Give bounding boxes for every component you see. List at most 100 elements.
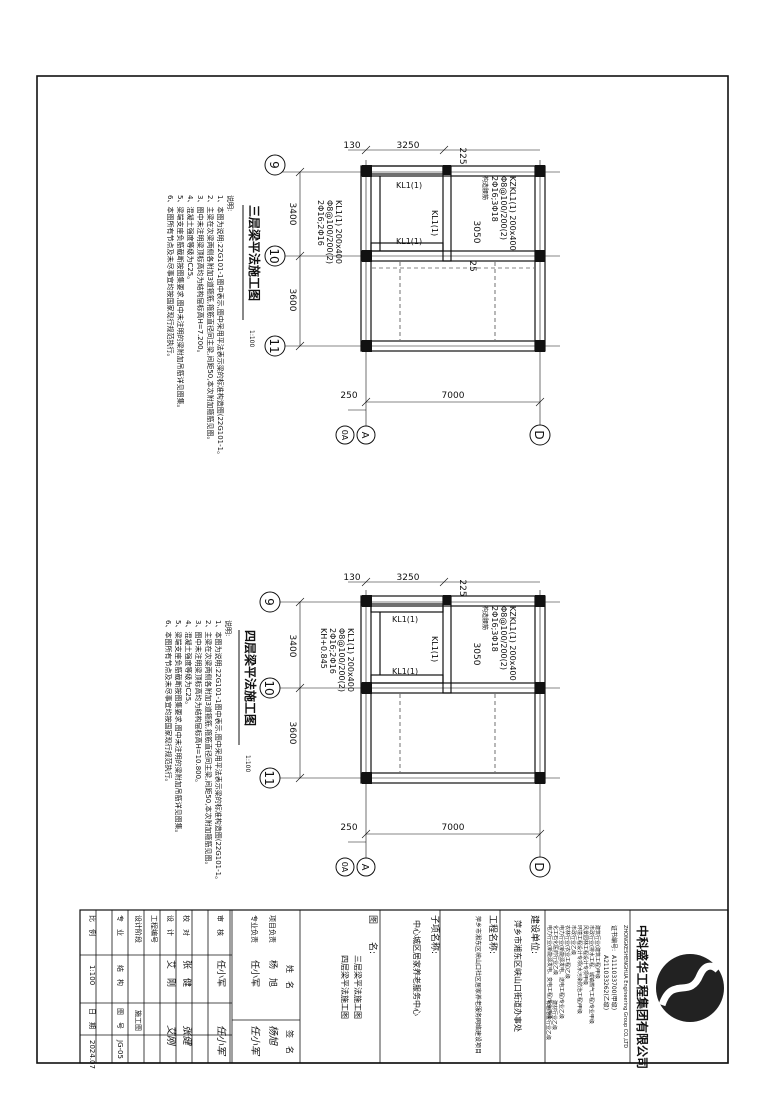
drawing-no-label: 图 号 [116, 1008, 124, 1029]
axis-a: A [359, 432, 370, 439]
qualification: 建材行业乙级 [551, 1000, 558, 1030]
axis-0a: 0A [340, 862, 349, 873]
note-5: 5、梁端支座负筋截断按图集要求,图中未注明的梁附加吊筋详见图集。 [176, 195, 185, 412]
dim-7000: 7000 [442, 823, 465, 833]
note-4: 4、混凝土强度等级为C25。 [186, 195, 195, 283]
beam-kl1-top: KL1(1) [396, 181, 422, 190]
qualification: 建筑行业(建筑工程)甲级 [594, 925, 601, 979]
dim-3250: 3250 [397, 141, 420, 151]
notes-title: 说明: [226, 195, 235, 211]
axis-9: 9 [267, 161, 281, 169]
note-6: 6、本图所有节点及未尽事宜均按国家现行规范执行。 [164, 620, 173, 785]
beam-kl1-spec: KL1(1) 200x400 [334, 200, 343, 264]
cert-number-1: A111033700(甲级) [610, 955, 618, 1010]
beam-kzl-extra: 构造腰筋 [481, 176, 489, 200]
subproject-label: 子项名称: [429, 915, 441, 954]
axis-9: 9 [262, 598, 276, 606]
scale-label: 比 例 [88, 915, 97, 936]
dim-3600: 3600 [287, 722, 297, 745]
note-2: 2、主梁在次梁两侧各附加3道箍筋,箍筋直径同主梁,间距50,本次附加箍筋见图。 [204, 620, 213, 869]
role-label: 审 核 [216, 915, 225, 936]
dim-130: 130 [343, 573, 360, 583]
drawing-no-value: JG-05 [116, 1039, 124, 1059]
role-signature: 任小军 [215, 1025, 227, 1057]
axis-a: A [359, 864, 370, 871]
beam-kl1-spec: KL1(1) 200x400 [346, 628, 355, 692]
beam-kzl-main: 2Φ16;3Φ18 [490, 176, 499, 222]
note-1: 1、本图为说明:22G101-1图中表示,图中采用平法表示梁的标准构造图(22G… [214, 620, 223, 883]
project-label: 工程名称: [487, 915, 499, 954]
qualification: 电力行业(新能源发电、变电工程)专业丙级 [546, 925, 553, 1019]
role-name: 张 健 [181, 960, 193, 987]
col-sign: 签 名 [285, 1030, 295, 1054]
axis-11: 11 [267, 338, 281, 353]
dim-250: 250 [340, 823, 357, 833]
qualification: 市政行业乙级 [570, 925, 577, 955]
role-signature: 艾刚 [165, 1025, 177, 1047]
dim-3400: 3400 [287, 635, 297, 658]
dim-130: 130 [343, 141, 360, 151]
plan-scale: 1:100 [244, 755, 251, 772]
discipline-label: 专 业 [116, 915, 125, 936]
qualification: 有色冶金行业乙级 [545, 1000, 552, 1040]
beam-kl1-bottom: KL1(1) [392, 667, 418, 676]
dim-3250: 3250 [397, 573, 420, 583]
plan-third-floor: 9 10 11 A 0A D 130 3250 225 3400 3600 25… [166, 141, 560, 458]
axis-11: 11 [262, 770, 276, 785]
axis-10: 10 [267, 248, 281, 263]
dim-3050: 3050 [471, 643, 481, 666]
drawing-value-2: 四层梁平法施工图 [340, 955, 350, 1019]
beam-kl1-level: KH+0.845 [319, 628, 328, 669]
role-name: 艾 刚 [165, 960, 176, 987]
beam-kl1-bars: Φ8@100/200(2) [325, 200, 334, 264]
axis-0a: 0A [340, 430, 349, 441]
role-label: 专业负责 [250, 915, 259, 943]
beam-kzl-bars: Φ8@100/200(2) [499, 176, 508, 240]
beam-kzl-spec: KZKL1(1) 200x400 [508, 176, 517, 251]
dim-250: 250 [340, 391, 357, 401]
discipline-value: 结 构 [116, 965, 125, 986]
dim-7000: 7000 [442, 391, 465, 401]
role-signature: 杨旭 [267, 1025, 279, 1046]
builder-label: 建设单位: [529, 915, 541, 954]
dim-3400: 3400 [287, 203, 297, 226]
beam-kl1-main: 2Φ16;2Φ16 [328, 628, 337, 674]
role-signature: 张健 [181, 1025, 193, 1047]
axis-10: 10 [262, 680, 276, 695]
plan-title: 三层梁平法施工图 [247, 205, 262, 301]
subproject-value: 中心城区居家养老服务中心 [412, 920, 422, 1016]
stage-label: 设计阶段 [134, 915, 143, 943]
stage-value: 施工图 [134, 1010, 143, 1031]
drawing-value-1: 三层梁平法施工图 [353, 955, 363, 1019]
beam-kzl-spec: KZKL1(1) 200x400 [508, 606, 517, 681]
role-name: 杨 旭 [267, 960, 279, 987]
note-5: 5、梁端支座负筋截断按图集要求,图中未注明的梁附加吊筋详见图集。 [174, 620, 183, 837]
plan-title: 四层梁平法施工图 [243, 630, 258, 726]
dim-3600: 3600 [287, 289, 297, 312]
beam-kl1-main: 2Φ16;2Φ16 [316, 200, 325, 246]
beam-kl1-mid: KL1(1) [430, 636, 439, 662]
note-1: 1、本图为说明:22G101-1图中表示,图中采用平法表示梁的标准构造图(22G… [216, 195, 225, 458]
qualification: 电力行业(新能源发电、送电工程)专业乙级 [558, 925, 565, 1019]
beam-kl1-mid: KL1(1) [430, 210, 439, 236]
role-name: 任小军 [215, 960, 227, 987]
dim-225: 225 [457, 147, 467, 164]
qualification: 农林行业(农业工程)乙级 [564, 925, 571, 979]
company-english: ZHONGKESHENGHUA Engineering Group CO.,LT… [622, 925, 628, 1048]
col-name: 姓 名 [285, 965, 295, 989]
dim-3050: 3050 [471, 221, 481, 244]
date-value: 2024.07 [88, 1040, 96, 1069]
note-3: 3、图中未注明梁顶标高均为结构层标高H=7.200。 [196, 195, 205, 357]
note-2: 2、主梁在次梁两侧各附加3道箍筋,箍筋直径同主梁,间距50,本次附加箍筋见图。 [206, 195, 215, 444]
role-label: 设 计 [166, 915, 175, 936]
qualification: 环境工程设计专项(水污染防治工程)甲级 [576, 925, 583, 1014]
title-block: 中科盛华工程集团有限公司 ZHONGKESHENGHUA Engineering… [79, 909, 729, 1069]
notes-title: 说明: [224, 620, 233, 636]
project-no-label: 工程编号 [150, 915, 159, 943]
company-name: 中科盛华工程集团有限公司 [635, 925, 650, 1069]
scale-value: 1:100 [88, 965, 96, 985]
beam-kl1-bars: Φ8@100/200(2) [337, 628, 346, 692]
note-3: 3、图中未注明梁顶标高均为结构层标高H=10.800。 [194, 620, 203, 786]
date-label: 日 期 [88, 1008, 96, 1029]
